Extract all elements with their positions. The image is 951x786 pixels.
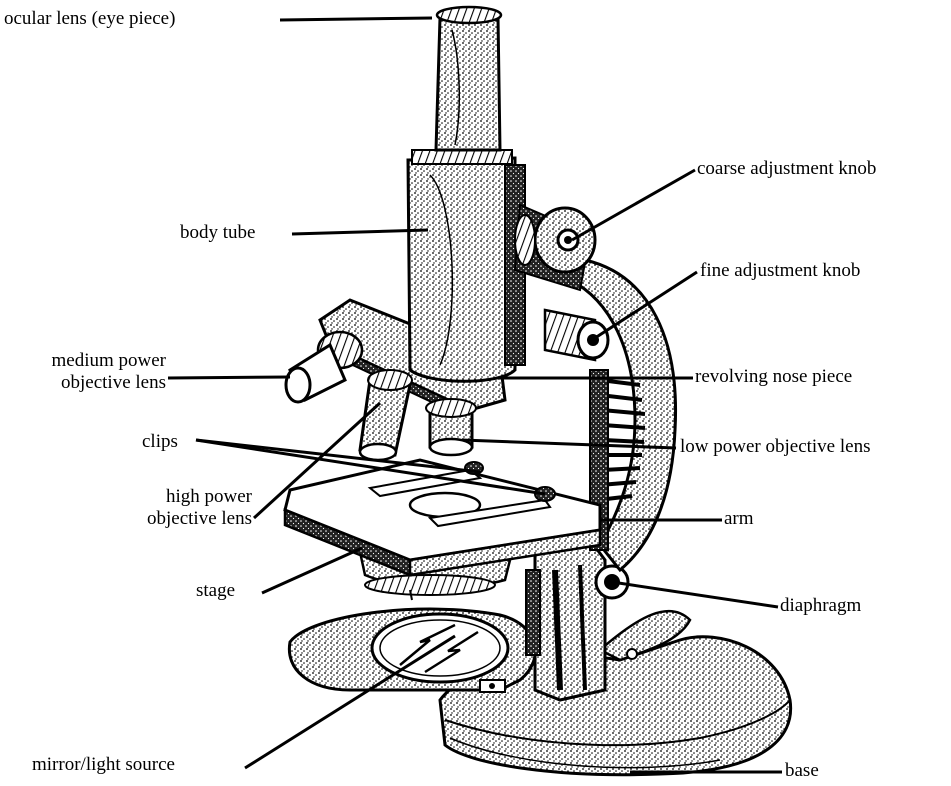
label-mirror: mirror/light source: [32, 754, 175, 776]
label-ocular-lens: ocular lens (eye piece): [4, 8, 175, 30]
label-nosepiece: revolving nose piece: [695, 366, 852, 388]
leader-medium: [168, 377, 290, 378]
label-medium-line-2: objective lens: [4, 372, 166, 394]
label-high-power-objective: high power objective lens: [60, 486, 252, 530]
label-fine-knob: fine adjustment knob: [700, 260, 860, 282]
ocular-part: [436, 7, 501, 150]
label-low-power: low power objective lens: [680, 436, 870, 458]
label-medium-line-1: medium power: [4, 350, 166, 372]
label-stage: stage: [196, 580, 235, 602]
leader-ocular: [280, 18, 432, 20]
label-high-line-2: objective lens: [60, 508, 252, 530]
mirror-part: [289, 609, 535, 692]
leader-diaphragm: [612, 582, 778, 607]
label-arm: arm: [724, 508, 754, 530]
label-medium-power-objective: medium power objective lens: [4, 350, 166, 394]
label-base: base: [785, 760, 819, 782]
label-clips: clips: [142, 431, 178, 453]
leader-coarse: [572, 170, 695, 240]
label-coarse-knob: coarse adjustment knob: [697, 158, 876, 180]
leader-stage: [262, 548, 362, 593]
label-diaphragm: diaphragm: [780, 595, 861, 617]
label-high-line-1: high power: [60, 486, 252, 508]
body-tube-part: [408, 150, 525, 381]
label-body-tube: body tube: [180, 222, 255, 244]
